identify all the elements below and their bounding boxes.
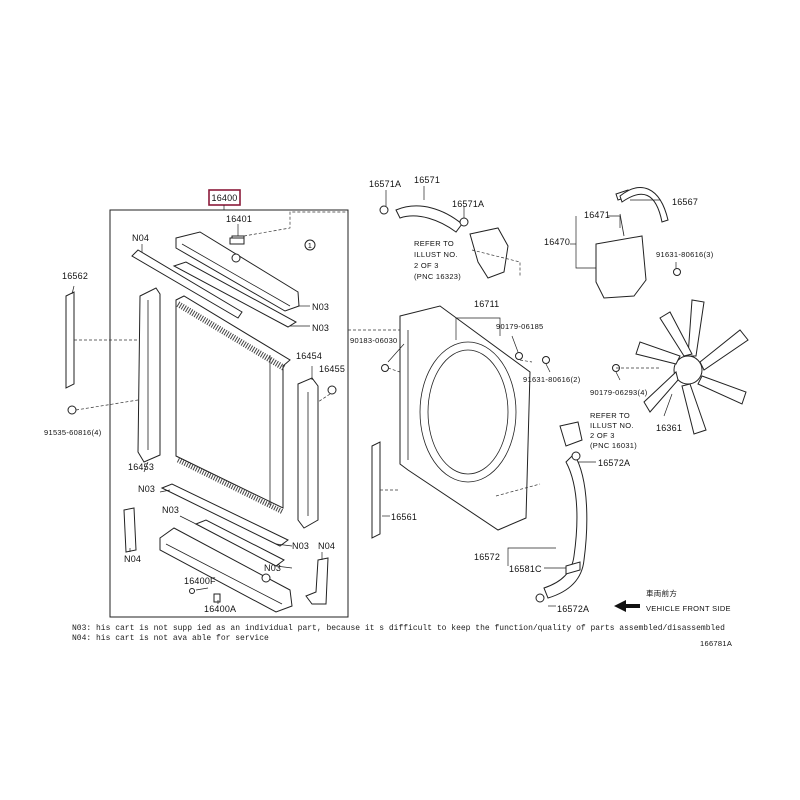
drain-plug [189, 588, 195, 594]
shroud-clip-top [515, 352, 523, 360]
shroud-seal-strip [371, 441, 381, 539]
part-label-16400[interactable]: 16400 [208, 189, 241, 206]
radiator-cap [229, 237, 245, 245]
refer-right-line-3: 2 OF 3 [590, 431, 615, 440]
part-label-16470[interactable]: 16470 [544, 237, 570, 247]
lower-seal-a [160, 483, 289, 547]
lower-seal-b [194, 519, 285, 567]
part-label-16400a[interactable]: 16400A [204, 604, 236, 614]
part-label-16453[interactable]: 16453 [128, 462, 154, 472]
note-n03: N03: his cart is not supp ied as an indi… [72, 624, 725, 633]
part-label-n03-b[interactable]: N03 [312, 323, 329, 333]
left-seal-strip [65, 291, 75, 389]
part-label-16454[interactable]: 16454 [296, 351, 322, 361]
circle-marker-label: 1 [308, 241, 312, 250]
part-number-16400: 16400 [211, 193, 237, 203]
lower-hose [535, 421, 588, 603]
right-n04-part [305, 557, 329, 605]
part-label-91631-80616-2[interactable]: 91631-80616(2) [523, 375, 581, 384]
part-label-n04-left[interactable]: N04 [124, 554, 141, 564]
part-label-n03-e[interactable]: N03 [292, 541, 309, 551]
right-side-member [297, 377, 319, 529]
part-label-n04-right[interactable]: N04 [318, 541, 335, 551]
part-label-16571a-left[interactable]: 16571A [369, 179, 401, 189]
upper-hose [379, 205, 469, 233]
shroud-clip-left [381, 364, 389, 372]
vehicle-front-label: VEHICLE FRONT SIDE [646, 604, 731, 613]
refer-right-line-4: (PNC 16031) [590, 441, 637, 450]
bolt-16455 [327, 385, 337, 395]
fan-shroud [399, 305, 531, 531]
part-label-16572[interactable]: 16572 [474, 552, 500, 562]
shroud-bolt [542, 356, 550, 364]
part-label-16572a-top[interactable]: 16572A [598, 458, 630, 468]
part-label-16711[interactable]: 16711 [474, 299, 499, 309]
part-label-16571a-right[interactable]: 16571A [452, 199, 484, 209]
part-label-16561[interactable]: 16561 [391, 512, 417, 522]
part-label-16361[interactable]: 16361 [656, 423, 682, 433]
part-label-16455[interactable]: 16455 [319, 364, 345, 374]
part-label-91535-60816[interactable]: 91535-60816(4) [44, 428, 102, 437]
left-n04-part [123, 507, 137, 553]
part-label-n03-a[interactable]: N03 [312, 302, 329, 312]
vehicle-front-indicator: 車両前方 VEHICLE FRONT SIDE [614, 588, 731, 613]
part-label-n04-top[interactable]: N04 [132, 233, 149, 243]
refer-right-line-2: ILLUST NO. [590, 421, 634, 430]
circle-marker [304, 239, 316, 251]
part-label-16401[interactable]: 16401 [226, 214, 252, 224]
illustration-id: 166781A [700, 639, 732, 648]
part-label-16571[interactable]: 16571 [414, 175, 440, 185]
part-label-16471[interactable]: 16471 [584, 210, 610, 220]
vehicle-front-arrow-icon [614, 600, 640, 612]
water-outlet [469, 227, 509, 279]
reservoir-tank [595, 189, 647, 299]
vehicle-front-jp: 車両前方 [646, 588, 677, 598]
part-label-n03-c[interactable]: N03 [138, 484, 155, 494]
note-n04: N04: his cart is not ava able for servic… [72, 634, 269, 643]
upper-seal [172, 261, 297, 328]
part-label-16581c[interactable]: 16581C [509, 564, 542, 574]
refer-right-line-1: REFER TO [590, 411, 630, 420]
bolt-91631-3 [673, 268, 681, 276]
part-label-16562[interactable]: 16562 [62, 271, 88, 281]
part-label-16567[interactable]: 16567 [672, 197, 698, 207]
bolt-91535 [67, 405, 77, 415]
part-label-90183-06030[interactable]: 90183-06030 [350, 336, 398, 345]
part-label-90179-06185[interactable]: 90179-06185 [496, 322, 544, 331]
part-label-16400f[interactable]: 16400F [184, 576, 216, 586]
part-label-16572a-bottom[interactable]: 16572A [557, 604, 589, 614]
part-label-90179-06293-4[interactable]: 90179-06293(4) [590, 388, 648, 397]
refer-top-line-2: ILLUST NO. [414, 250, 458, 259]
part-label-n03-f[interactable]: N03 [264, 563, 281, 573]
top-strip [131, 249, 243, 319]
lower-tank [159, 527, 293, 613]
refer-top-line-4: (PNC 16323) [414, 272, 461, 281]
part-label-n03-d[interactable]: N03 [162, 505, 179, 515]
refer-top-line-3: 2 OF 3 [414, 261, 439, 270]
cooling-fan [635, 299, 749, 435]
radiator-assembly-frame [109, 209, 349, 618]
drain-cock [213, 593, 221, 603]
left-side-member [137, 287, 161, 463]
radiator-core [175, 295, 291, 515]
part-label-91631-80616-3[interactable]: 91631-80616(3) [656, 250, 714, 259]
refer-top-line-1: REFER TO [414, 239, 454, 248]
reservoir-hose-16567 [619, 187, 669, 223]
